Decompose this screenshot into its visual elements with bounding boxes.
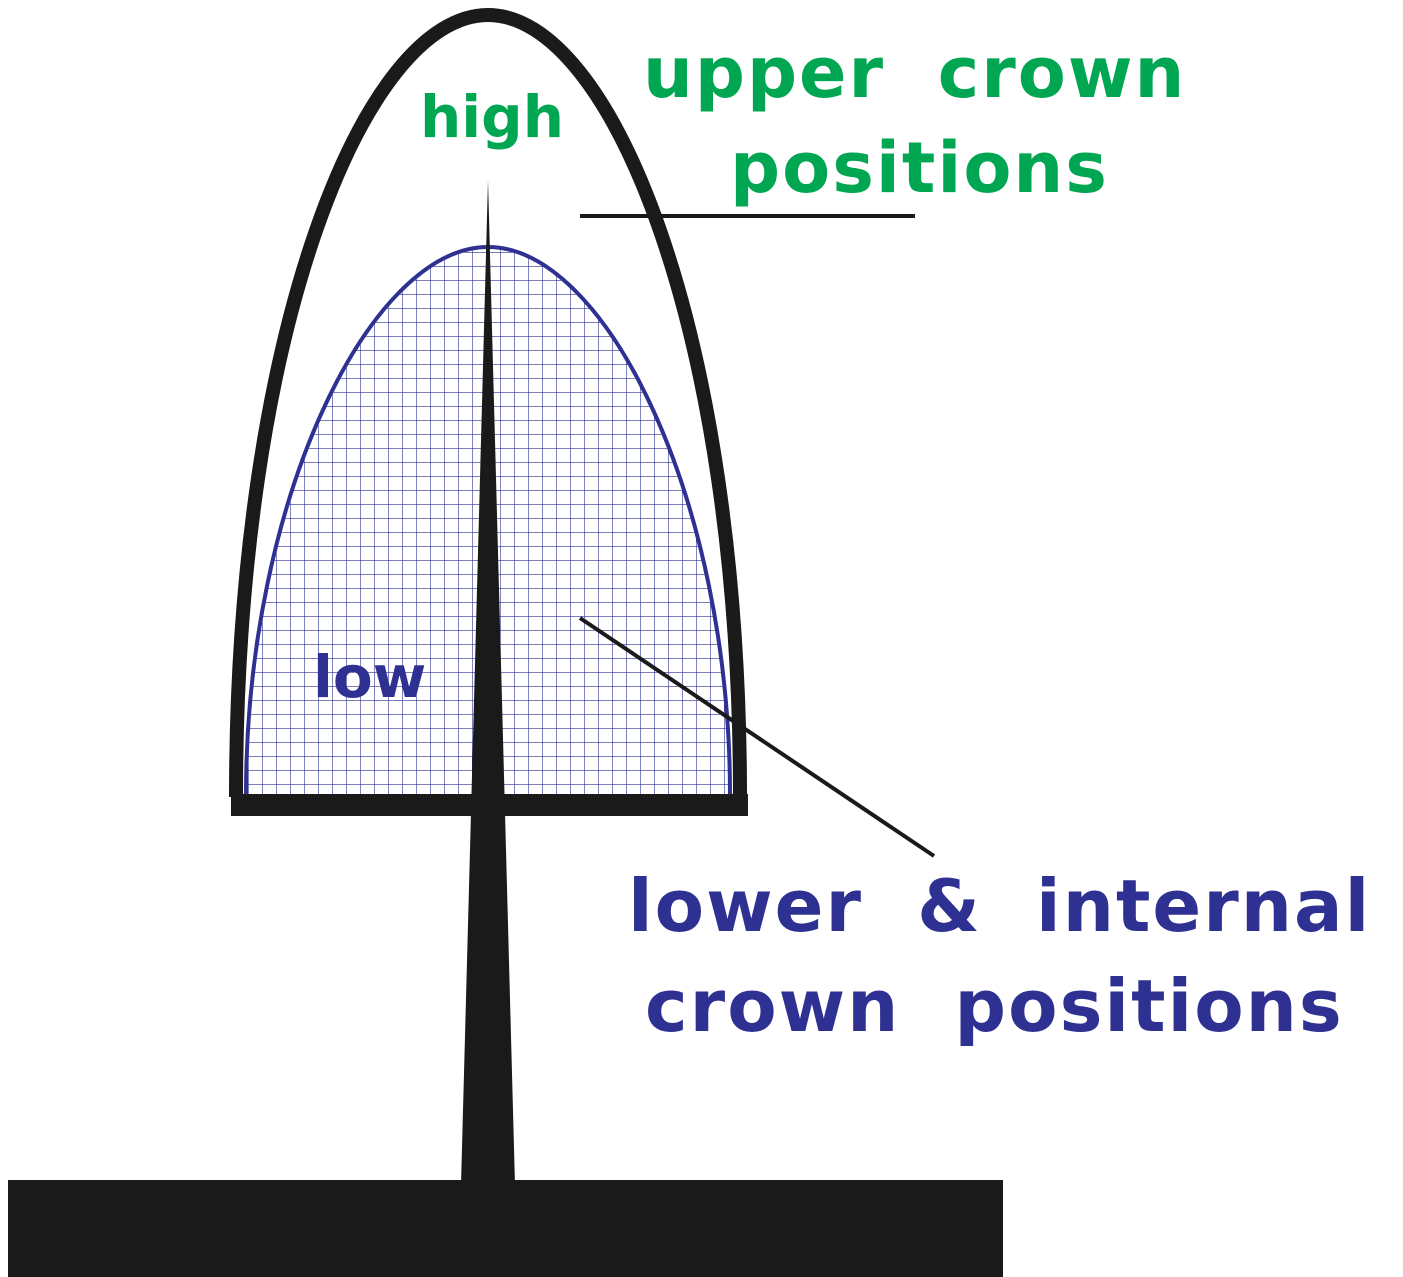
tree-trunk [461,180,515,1185]
upper-crown-label-line1: upper crown [643,32,1187,114]
ground-bar [8,1180,1003,1277]
upper-crown-label-line2: positions [730,127,1109,209]
high-label: high [420,83,564,151]
lower-crown-label-line2: crown positions [645,964,1344,1048]
low-label: low [313,643,427,711]
lower-crown-label-line1: lower & internal [628,864,1372,948]
lower-crown-leader-line [578,616,936,858]
outer-crown-outline [229,7,747,798]
